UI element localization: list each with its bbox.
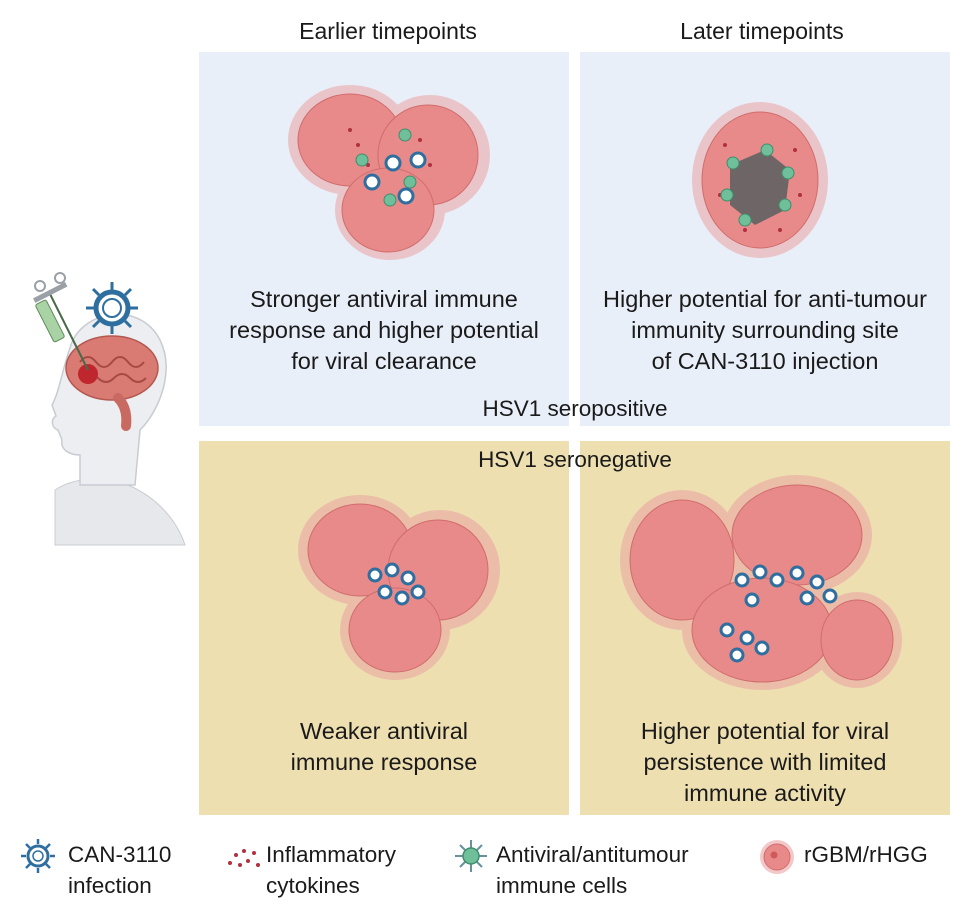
legend-virus-icon xyxy=(21,839,55,873)
caption-neg-early: Weaker antiviral immune response xyxy=(290,718,478,775)
tumour-cluster-neg-late xyxy=(620,475,902,690)
shoulders xyxy=(54,478,186,546)
tumour-cluster-pos-early xyxy=(288,85,490,260)
virus-icon xyxy=(86,282,138,334)
tumour-cluster-pos-late xyxy=(692,102,828,258)
caption-pos-early: Stronger antiviral immune response and h… xyxy=(229,286,539,374)
legend-tumour-icon xyxy=(760,840,794,874)
label-seronegative: HSV1 seronegative xyxy=(478,447,672,472)
legend-virus-label: CAN-3110 infection xyxy=(68,842,172,898)
column-header-later: Later timepoints xyxy=(680,18,844,44)
caption-neg-late: Higher potential for viral persistence w… xyxy=(640,718,890,806)
tumour-site xyxy=(78,364,98,384)
legend-immune-icon xyxy=(455,840,487,872)
legend-cytokines-icon xyxy=(228,849,260,867)
legend-cytokines-label: Inflammatory cytokines xyxy=(266,842,397,898)
legend-immune-label: Antiviral/antitumour immune cells xyxy=(496,842,689,898)
tumour-cluster-neg-early xyxy=(298,495,500,680)
brain xyxy=(65,335,159,401)
legend-tumour-label: rGBM/rHGG xyxy=(804,842,928,867)
patient-head-illustration xyxy=(33,272,186,546)
column-header-earlier: Earlier timepoints xyxy=(299,18,477,44)
label-seropositive: HSV1 seropositive xyxy=(482,396,668,421)
caption-pos-late: Higher potential for anti-tumour immunit… xyxy=(603,286,927,374)
syringe-icon xyxy=(33,272,89,371)
